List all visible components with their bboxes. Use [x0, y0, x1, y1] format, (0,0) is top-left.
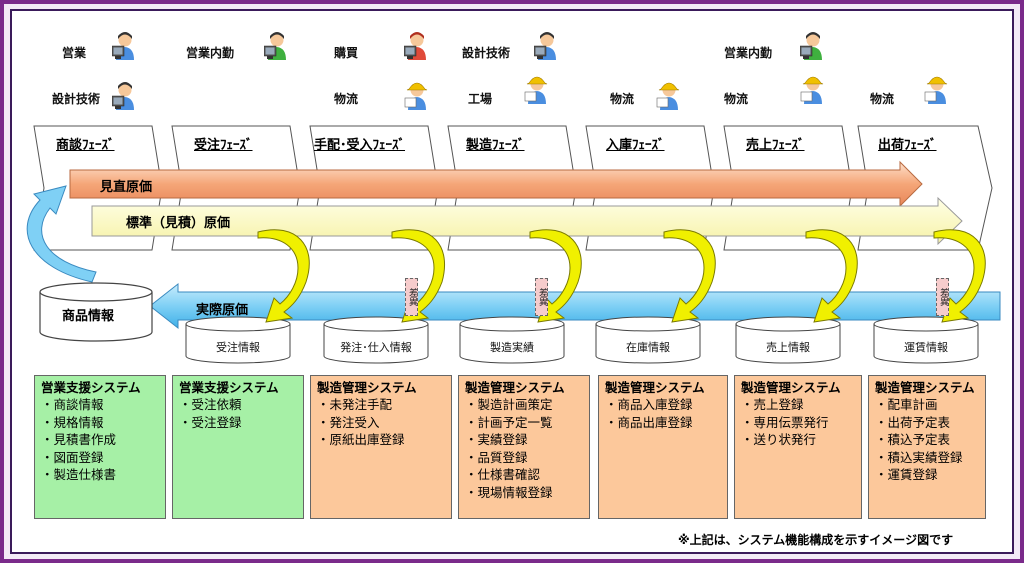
system-function-item: ・送り状発行: [741, 432, 817, 447]
system-function-item: ・製造計画策定: [465, 397, 553, 412]
system-box: 製造管理システム・未発注手配・発注受入・原紙出庫登録: [310, 375, 452, 519]
system-function-item: ・積込実績登録: [875, 449, 963, 465]
role-label: 営業内勤: [186, 46, 235, 60]
system-function-item: ・商品出庫登録: [605, 414, 693, 430]
worker-person-icon: [656, 78, 682, 110]
role-label: 営業: [62, 46, 87, 60]
system-function-item: ・未発注手配: [317, 397, 393, 412]
role-label: 営業内勤: [724, 46, 773, 60]
system-function-item: ・実績登録: [465, 432, 528, 447]
system-function-item: ・仕様書確認: [465, 467, 541, 482]
db-label-2: 発注･仕入情報: [340, 341, 412, 354]
system-title: 製造管理システム: [317, 380, 417, 395]
swirl-arrow-4: [663, 229, 716, 323]
phase-label-6: 売上ﾌｪｰｽﾞ: [746, 138, 805, 153]
system-function-item: ・専用伝票発行: [741, 414, 829, 430]
actual-cost-label: 実際原価: [196, 303, 249, 318]
system-box: 営業支援システム・受注依頼・受注登録: [172, 375, 304, 519]
db-label-3: 製造実績: [490, 341, 534, 354]
db-label-5: 売上情報: [766, 341, 810, 354]
swirl-arrow-3: [529, 229, 582, 323]
phase-label-2: 受注ﾌｪｰｽﾞ: [194, 138, 253, 153]
system-title: 製造管理システム: [875, 380, 975, 395]
office-person-icon: [403, 28, 430, 60]
review-cost-arrow: [69, 160, 923, 208]
swirl-arrows: [257, 229, 986, 323]
feedback-curve-arrow: [26, 185, 97, 283]
system-title: 営業支援システム: [41, 380, 141, 395]
system-function-item: ・受注依頼: [179, 397, 242, 412]
role-label: 工場: [468, 92, 493, 106]
worker-person-icon: [524, 72, 550, 104]
role-label: 購買: [334, 46, 359, 60]
system-box: 営業支援システム・商談情報・規格情報・見積書作成・図面登録・製造仕様書: [34, 375, 166, 519]
system-function-item: ・見積書作成: [41, 432, 117, 447]
swirl-arrow-2: [391, 229, 446, 323]
office-person-icon: [111, 28, 138, 60]
office-person-icon: [111, 78, 138, 110]
system-function-item: ・現場情報登録: [465, 484, 553, 500]
db-label-6: 運賃情報: [904, 341, 948, 354]
system-title: 製造管理システム: [465, 380, 565, 395]
role-label: 物流: [870, 92, 895, 106]
product-info-label: 商品情報: [62, 309, 115, 324]
office-person-icon: [533, 28, 560, 60]
system-function-item: ・発注受入: [317, 414, 380, 430]
system-function-item: ・図面登録: [41, 449, 104, 465]
swirl-arrow-5: [805, 229, 858, 323]
role-label: 物流: [724, 92, 749, 106]
system-function-item: ・売上登録: [741, 397, 804, 412]
system-box: 製造管理システム・商品入庫登録・商品出庫登録: [598, 375, 728, 519]
phase-label-7: 出荷ﾌｪｰｽﾞ: [878, 138, 937, 153]
system-function-item: ・出荷予定表: [875, 414, 951, 430]
phase-label-3: 手配･受入ﾌｪｰｽﾞ: [314, 138, 406, 153]
worker-person-icon: [924, 72, 950, 104]
system-function-item: ・配車計画: [875, 397, 938, 412]
phase-label-5: 入庫ﾌｪｰｽﾞ: [606, 138, 665, 153]
system-function-item: ・商談情報: [41, 397, 104, 412]
role-label: 設計技術: [462, 46, 511, 60]
system-function-item: ・受注登録: [179, 414, 242, 430]
office-person-icon: [799, 28, 826, 60]
db-label-4: 在庫情報: [626, 341, 670, 354]
role-label: 物流: [334, 92, 359, 106]
system-function-item: ・原紙出庫登録: [317, 432, 405, 447]
db-label-1: 受注情報: [216, 341, 260, 354]
system-title: 製造管理システム: [605, 380, 705, 395]
swirl-arrow-1: [257, 229, 310, 323]
system-box: 製造管理システム・配車計画・出荷予定表・積込予定表・積込実績登録・運賃登録: [868, 375, 986, 519]
office-person-icon: [263, 28, 290, 60]
role-label: 設計技術: [52, 92, 101, 106]
worker-person-icon: [404, 78, 430, 110]
system-box: 製造管理システム・製造計画策定・計画予定一覧・実績登録・品質登録・仕様書確認・現…: [458, 375, 590, 519]
system-function-item: ・規格情報: [41, 414, 104, 430]
phase-label-4: 製造ﾌｪｰｽﾞ: [466, 138, 525, 153]
db-1: [185, 316, 291, 364]
review-cost-label: 見直原価: [100, 180, 153, 195]
system-function-item: ・商品入庫登録: [605, 397, 693, 412]
db-cylinders: [185, 316, 979, 364]
system-function-item: ・運賃登録: [875, 467, 938, 482]
role-label: 物流: [610, 92, 635, 106]
diff-tag-3: 差異: [936, 278, 949, 316]
swirl-arrow-6: [933, 229, 986, 323]
system-function-item: ・計画予定一覧: [465, 414, 553, 430]
system-title: 製造管理システム: [741, 380, 841, 395]
diff-tag-1: 差異: [405, 278, 418, 316]
diff-tag-2: 差異: [535, 278, 548, 316]
phase-label-1: 商談ﾌｪｰｽﾞ: [56, 138, 115, 153]
system-function-item: ・製造仕様書: [41, 467, 117, 482]
system-function-item: ・積込予定表: [875, 432, 951, 447]
product-info-db: [39, 282, 153, 342]
standard-cost-label: 標準（見積）原価: [126, 216, 231, 231]
footnote: ※上記は、システム機能構成を示すイメージ図です: [678, 533, 954, 547]
system-function-item: ・品質登録: [465, 449, 528, 465]
worker-person-icon: [800, 72, 826, 104]
system-title: 営業支援システム: [179, 380, 279, 395]
system-box: 製造管理システム・売上登録・専用伝票発行・送り状発行: [734, 375, 862, 519]
